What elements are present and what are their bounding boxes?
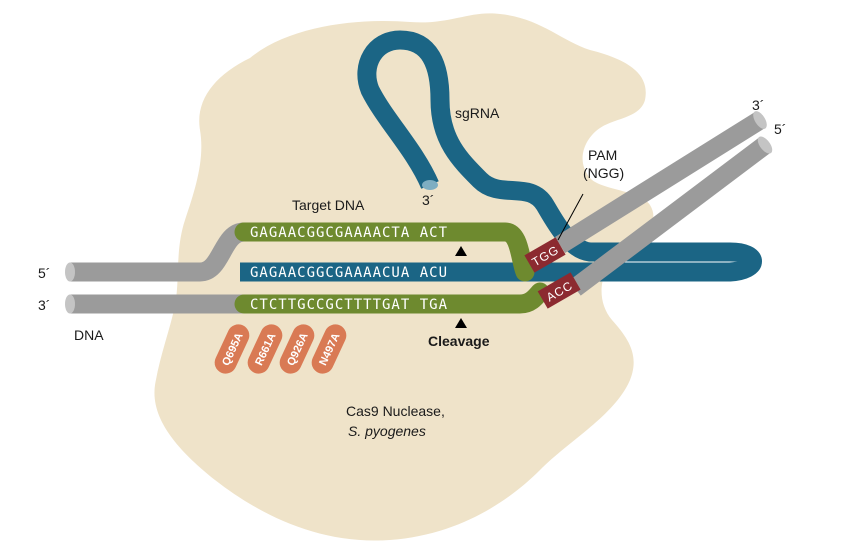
target-dna-strand [234,222,535,282]
sgrna-label: sgRNA [455,105,500,121]
species-label: S. pyogenes [348,423,426,439]
left-top-end-label: 5´ [38,265,50,281]
dna-right-top-strand [554,111,767,254]
left-bottom-end-label: 3´ [38,297,50,313]
pam-leader-line [557,193,584,241]
dna-label: DNA [74,327,104,343]
target-dna-label: Target DNA [292,197,365,213]
sgrna-3prime-label: 3´ [422,192,434,208]
cleavage-arrow-bottom [455,318,467,328]
nuclease-label: Cas9 Nuclease, [346,403,445,419]
target-strand-sequence: GAGAACGGCGAAAACTA ACT [250,225,448,241]
sgrna-strand [240,30,762,282]
cleavage-arrow-top [455,246,467,256]
cleavage-label: Cleavage [428,333,490,349]
right-top-end-label: 3´ [752,97,764,113]
dna-right-bottom-strand [569,136,773,296]
pam-label: PAM [588,147,617,163]
dna-left-bottom-strand [65,294,260,314]
guide-rna-sequence: GAGAACGGCGAAAACUA ACU [250,265,448,281]
right-bottom-end-label: 5´ [774,121,786,137]
complement-strand-sequence: CTCTTGCCGCTTTTGAT TGA [250,297,448,313]
pam-motif-label: (NGG) [583,165,624,181]
complement-dna-strand [234,282,550,314]
